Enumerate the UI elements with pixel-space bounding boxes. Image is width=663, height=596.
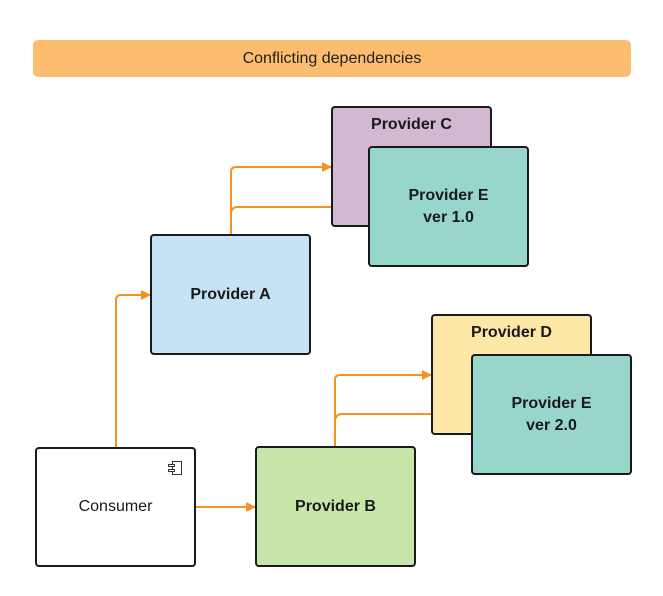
node-provider-a-label: Provider A [190, 285, 271, 303]
edge-consumer-provider-a [115, 290, 151, 447]
node-provider-e-v2-label: Provider E [511, 394, 592, 412]
node-consumer-label: Consumer [78, 498, 153, 515]
edge-provider-a-provider-e1 [230, 202, 369, 215]
node-provider-a: Provider A [150, 234, 311, 355]
node-provider-e-v2-version: ver 2.0 [526, 416, 577, 434]
diagram-title-banner: Conflicting dependencies [33, 40, 631, 77]
node-provider-e-v1-version: ver 1.0 [423, 208, 474, 226]
node-consumer: Consumer [35, 447, 196, 567]
node-provider-e-v1-label: Provider E [408, 186, 489, 204]
node-provider-e-v1: Provider E ver 1.0 [368, 146, 529, 267]
node-provider-b-label: Provider B [295, 497, 376, 515]
node-provider-d-label: Provider D [471, 324, 552, 341]
edge-provider-b-provider-d [334, 370, 432, 446]
node-provider-c-label: Provider C [371, 116, 452, 133]
edge-provider-a-provider-c [230, 162, 332, 234]
diagram-title: Conflicting dependencies [242, 49, 422, 67]
node-provider-b: Provider B [255, 446, 416, 567]
edge-provider-b-provider-e2 [334, 409, 472, 423]
component-icon [168, 461, 182, 475]
node-provider-e-v2: Provider E ver 2.0 [471, 354, 632, 475]
